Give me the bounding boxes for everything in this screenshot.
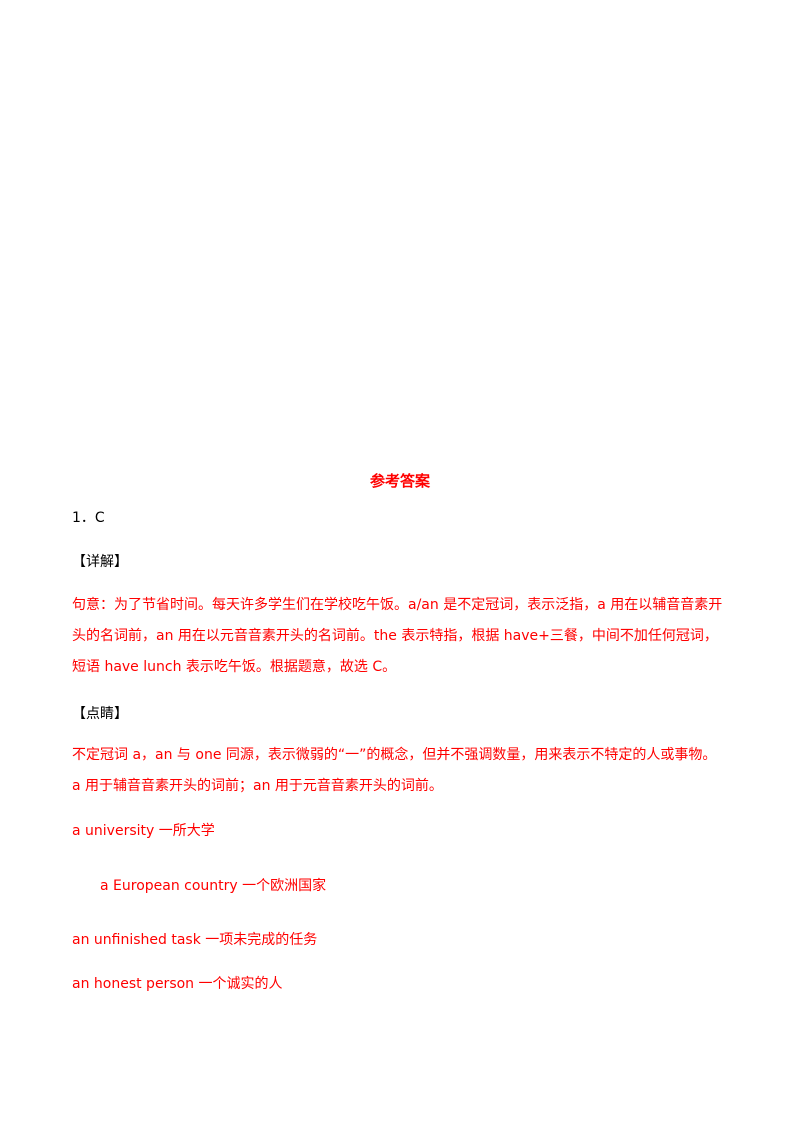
answer-line: 1．C xyxy=(72,510,105,526)
example-item: a university 一所大学 xyxy=(72,823,215,839)
tip-text-1: 不定冠词 a，an 与 one 同源，表示微弱的“一”的概念，但并不强调数量，用… xyxy=(72,747,717,763)
tip-heading: 【点睛】 xyxy=(72,706,128,722)
detail-heading: 【详解】 xyxy=(72,554,128,570)
tip-text-2: a 用于辅音音素开头的词前；an 用于元音音素开头的词前。 xyxy=(72,778,443,794)
example-item: an unfinished task 一项未完成的任务 xyxy=(72,932,318,948)
detail-text: 句意：为了节省时间。每天许多学生们在学校吃午饭。a/an 是不定冠词，表示泛指，… xyxy=(72,597,723,675)
example-item: a European country 一个欧洲国家 xyxy=(100,878,327,894)
page-title: 参考答案 xyxy=(369,472,430,490)
example-item: an honest person 一个诚实的人 xyxy=(72,976,283,992)
